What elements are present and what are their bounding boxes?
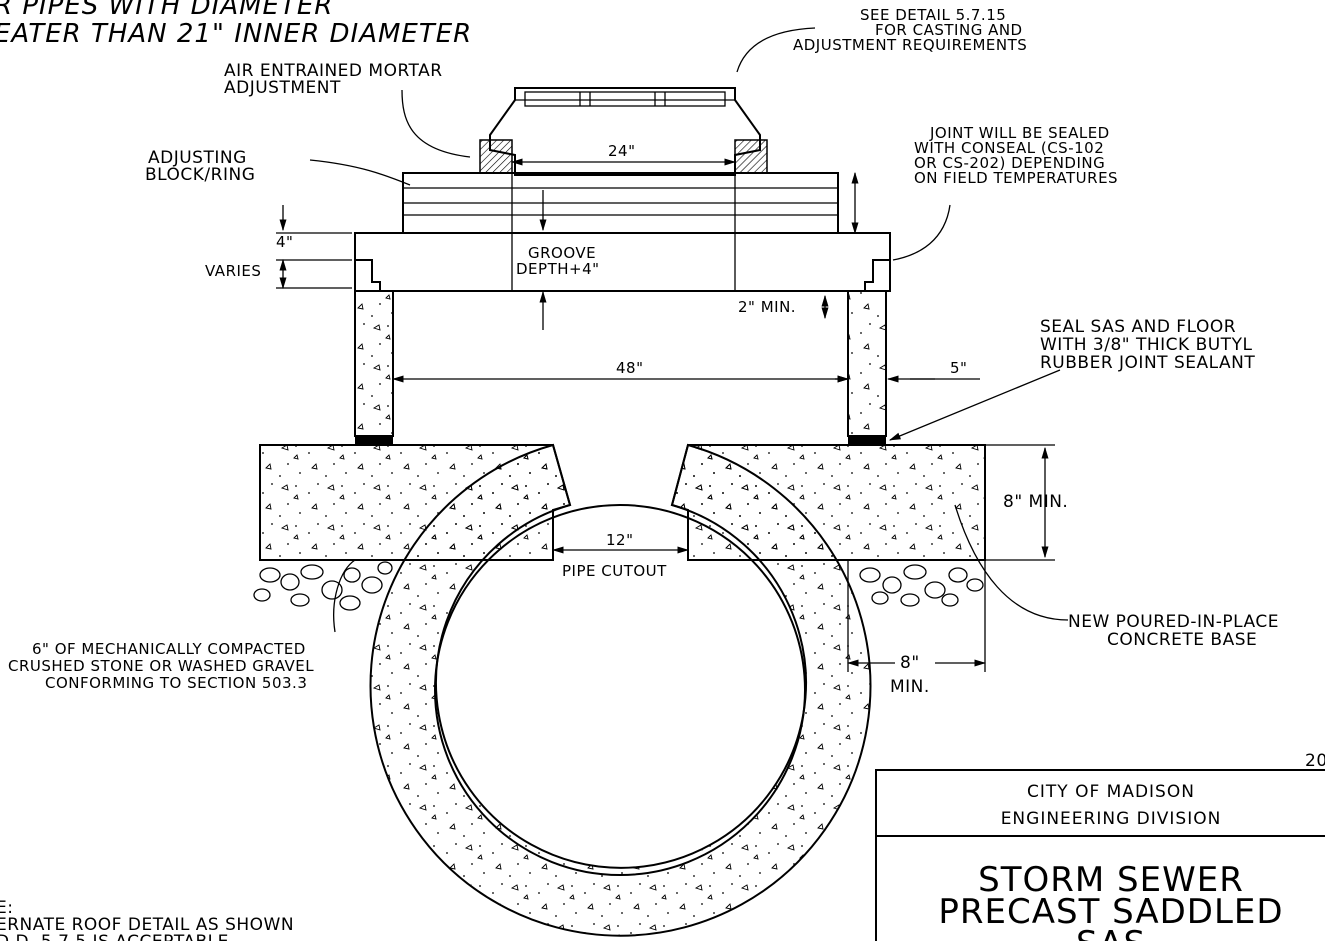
dim-5: 5"	[950, 359, 967, 377]
adjusting-rings	[402, 172, 839, 234]
crushed-stone-bedding	[253, 561, 984, 611]
joint-note-line-1: JOINT WILL BE SEALED	[929, 124, 1110, 142]
header-line-1: R PIPES WITH DIAMETER	[0, 0, 333, 21]
stone-note-line-2: CRUSHED STONE OR WASHED GRAVEL	[8, 657, 314, 675]
note-line-2: ERNATE ROOF DETAIL AS SHOWN	[0, 915, 294, 935]
seal-note-line-3: RUBBER JOINT SEALANT	[1040, 353, 1255, 373]
seal-note-line-1: SEAL SAS AND FLOOR	[1040, 317, 1236, 337]
title-block: CITY OF MADISON ENGINEERING DIVISION STO…	[875, 769, 1325, 941]
seal-note-line-2: WITH 3/8" THICK BUTYL	[1040, 335, 1252, 355]
pipe-cutout-label: PIPE CUTOUT	[562, 562, 667, 580]
manhole-casting	[479, 87, 768, 176]
new-base-line-1: NEW POURED-IN-PLACE	[1068, 612, 1279, 632]
varies-label: VARIES	[205, 262, 261, 280]
groove-label-2: DEPTH+4"	[516, 260, 600, 278]
joint-note-line-2: WITH CONSEAL (CS-102	[914, 139, 1104, 157]
right-butyl-sealant	[848, 436, 886, 444]
storm-pipe	[369, 443, 872, 937]
see-detail-line-2: FOR CASTING AND	[875, 21, 1023, 39]
left-riser-wall	[354, 290, 394, 437]
groove-label-1: GROOVE	[528, 244, 596, 262]
dim-24: 24"	[608, 142, 636, 160]
adjusting-line-1: ADJUSTING	[148, 148, 247, 168]
left-butyl-sealant	[355, 436, 393, 444]
top-slab	[354, 232, 891, 292]
see-detail-line-1: SEE DETAIL 5.7.15	[860, 6, 1006, 24]
dim-8-min: MIN.	[890, 677, 930, 697]
stone-note-line-1: 6" OF MECHANICALLY COMPACTED	[32, 640, 306, 658]
joint-note-line-4: ON FIELD TEMPERATURES	[914, 169, 1118, 187]
joint-note-line-3: OR CS-202) DEPENDING	[914, 154, 1105, 172]
dim-4: 4"	[276, 233, 293, 251]
dim-2min: 2" MIN.	[738, 298, 796, 316]
title-org-2: ENGINEERING DIVISION	[1001, 809, 1222, 829]
air-mortar-line-1: AIR ENTRAINED MORTAR	[224, 61, 443, 81]
see-detail-line-3: ADJUSTMENT REQUIREMENTS	[793, 36, 1027, 54]
title-org-1: CITY OF MADISON	[1027, 782, 1195, 802]
dim-8: 8"	[900, 653, 920, 673]
header-line-2: EATER THAN 21" INNER DIAMETER	[0, 19, 472, 49]
dim-12: 12"	[606, 531, 634, 549]
title-line-3: SAS	[1076, 924, 1146, 941]
air-mortar-line-2: ADJUSTMENT	[224, 78, 341, 98]
note-line-3: D.D. 5.7.5 IS ACCEPTABLE	[0, 932, 229, 941]
sheet-corner-number: 20	[1305, 751, 1325, 771]
dim-48: 48"	[616, 359, 644, 377]
title-line-1: STORM SEWER	[978, 860, 1244, 900]
title-line-2: PRECAST SADDLED	[938, 892, 1283, 932]
note-line-1: E:	[0, 898, 13, 918]
dim-8min: 8" MIN.	[1003, 492, 1068, 512]
new-base-line-2: CONCRETE BASE	[1107, 630, 1257, 650]
stone-note-line-3: CONFORMING TO SECTION 503.3	[45, 674, 307, 692]
adjusting-line-2: BLOCK/RING	[145, 165, 255, 185]
right-riser-wall	[847, 290, 887, 437]
